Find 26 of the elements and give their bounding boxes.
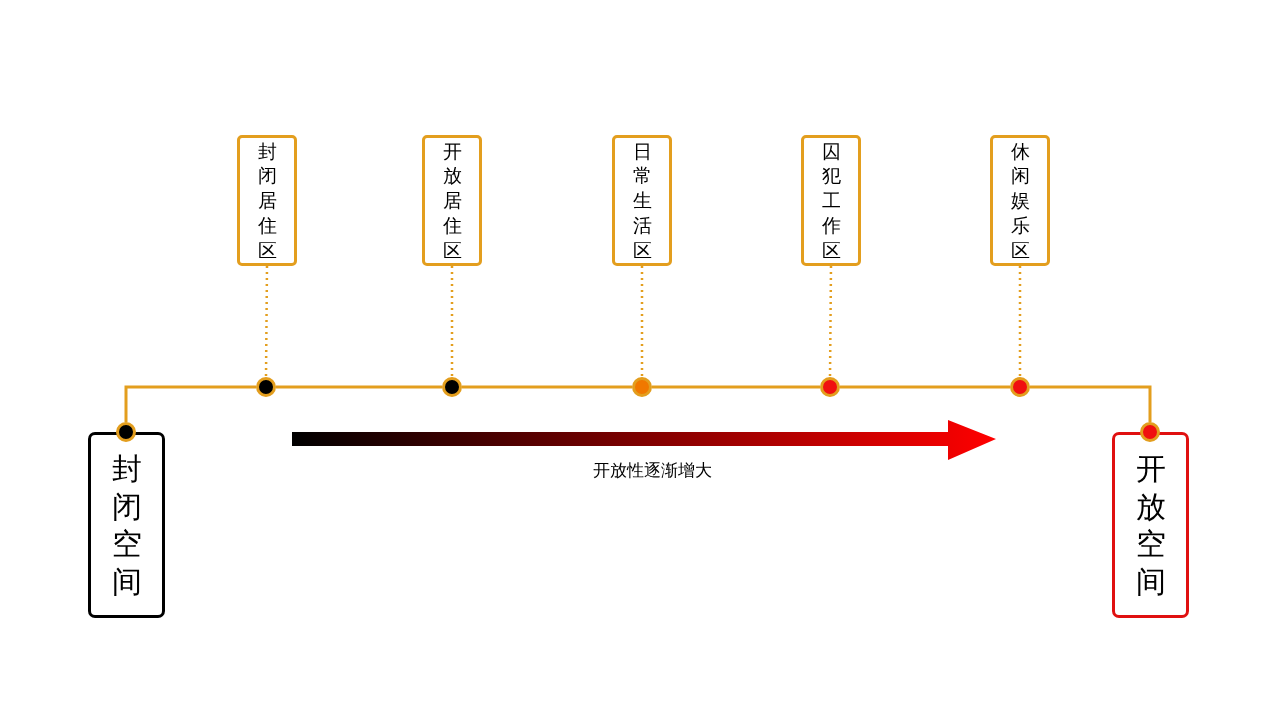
- arrow-caption: 开放性逐渐增大: [591, 459, 713, 482]
- leader-line: [828, 266, 833, 377]
- timeline-dot: [116, 422, 136, 442]
- timeline-line: [1030, 385, 1152, 422]
- zone-box: 开放居住区: [422, 135, 482, 266]
- timeline-dot: [256, 377, 276, 397]
- timeline-dot: [1140, 422, 1160, 442]
- timeline-dot: [820, 377, 840, 397]
- space-box: 封闭空间: [88, 432, 165, 618]
- timeline-line: [124, 385, 256, 422]
- leader-line: [1018, 266, 1022, 377]
- zone-box: 休闲娱乐区: [990, 135, 1050, 266]
- leader-line: [640, 266, 644, 377]
- space-box: 开放空间: [1112, 432, 1189, 618]
- timeline-dot: [1010, 377, 1030, 397]
- zone-box: 日常生活区: [612, 135, 672, 266]
- timeline-line: [840, 385, 1010, 389]
- timeline-line: [462, 385, 632, 389]
- timeline-line: [652, 385, 820, 389]
- zone-box: 囚犯工作区: [801, 135, 861, 266]
- zone-box: 封闭居住区: [237, 135, 297, 266]
- timeline-dot: [442, 377, 462, 397]
- timeline-dot: [632, 377, 652, 397]
- leader-line: [450, 266, 454, 377]
- leader-line: [264, 266, 269, 377]
- timeline-line: [276, 385, 442, 389]
